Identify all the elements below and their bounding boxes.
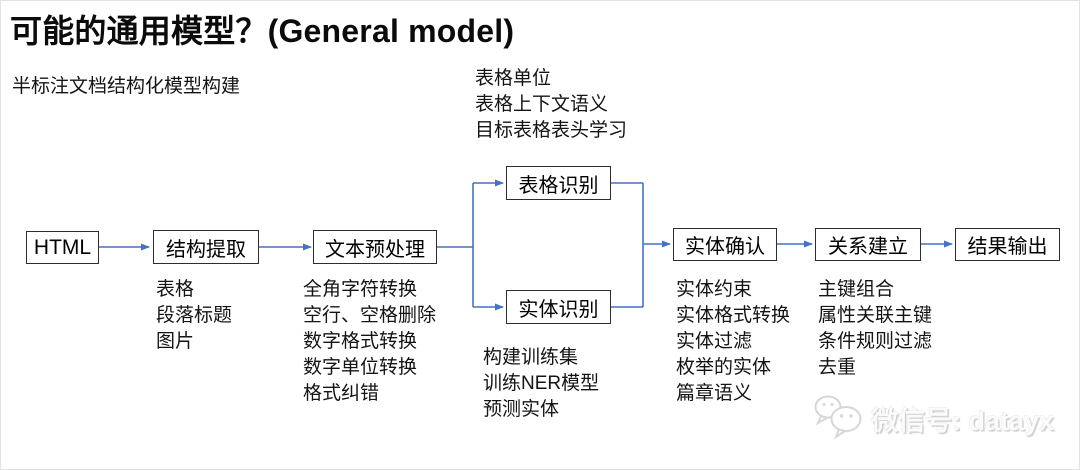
note-line: 格式纠错 [303, 383, 380, 404]
watermark-label: 微信号: datayx [871, 406, 1055, 436]
note-line: 属性关联主键 [818, 305, 933, 326]
note-line: 去重 [818, 357, 857, 378]
note-line: 训练NER模型 [483, 373, 600, 394]
note-structure-extract: 表格 段落标题 图片 [156, 277, 232, 355]
node-html: HTML [26, 231, 99, 264]
note-line: 构建训练集 [483, 347, 579, 368]
node-table-recognition: 表格识别 [506, 166, 611, 200]
note-line: 篇章语义 [676, 383, 753, 404]
page-title: 可能的通用模型？(General model) [10, 13, 515, 49]
note-line: 全角字符转换 [303, 279, 418, 300]
note-line: 数字格式转换 [303, 331, 418, 352]
note-line: 表格上下文语义 [475, 94, 609, 115]
node-text-preprocess: 文本预处理 [313, 230, 437, 264]
note-line: 表格单位 [475, 68, 552, 89]
node-relation-build: 关系建立 [815, 228, 921, 261]
note-relation-build: 主键组合 属性关联主键 条件规则过滤 去重 [818, 277, 932, 381]
note-line: 枚举的实体 [676, 357, 772, 378]
note-entity-confirm: 实体约束 实体格式转换 实体过滤 枚举的实体 篇章语义 [676, 277, 790, 407]
wechat-icon [813, 392, 867, 445]
note-line: 表格 [156, 279, 195, 300]
note-entity-recognition: 构建训练集 训练NER模型 预测实体 [483, 345, 599, 423]
note-line: 目标表格表头学习 [475, 120, 628, 141]
note-line: 主键组合 [818, 279, 895, 300]
note-text-preprocess: 全角字符转换 空行、空格删除 数字格式转换 数字单位转换 格式纠错 [303, 277, 436, 407]
note-table-learning: 表格单位 表格上下文语义 目标表格表头学习 [475, 66, 627, 144]
page-subtitle: 半标注文档结构化模型构建 [12, 76, 241, 97]
note-line: 实体过滤 [676, 331, 753, 352]
watermark: 微信号: datayx [813, 392, 1054, 445]
node-result-output: 结果输出 [955, 228, 1060, 261]
node-entity-recognition: 实体识别 [506, 290, 611, 324]
note-line: 实体约束 [676, 279, 753, 300]
note-line: 段落标题 [156, 305, 233, 326]
note-line: 条件规则过滤 [818, 331, 933, 352]
note-line: 空行、空格删除 [303, 305, 437, 326]
node-entity-confirm: 实体确认 [673, 228, 777, 261]
note-line: 图片 [156, 331, 195, 352]
note-line: 数字单位转换 [303, 357, 418, 378]
note-line: 实体格式转换 [676, 305, 791, 326]
note-line: 预测实体 [483, 399, 560, 420]
node-structure-extract: 结构提取 [153, 230, 259, 264]
